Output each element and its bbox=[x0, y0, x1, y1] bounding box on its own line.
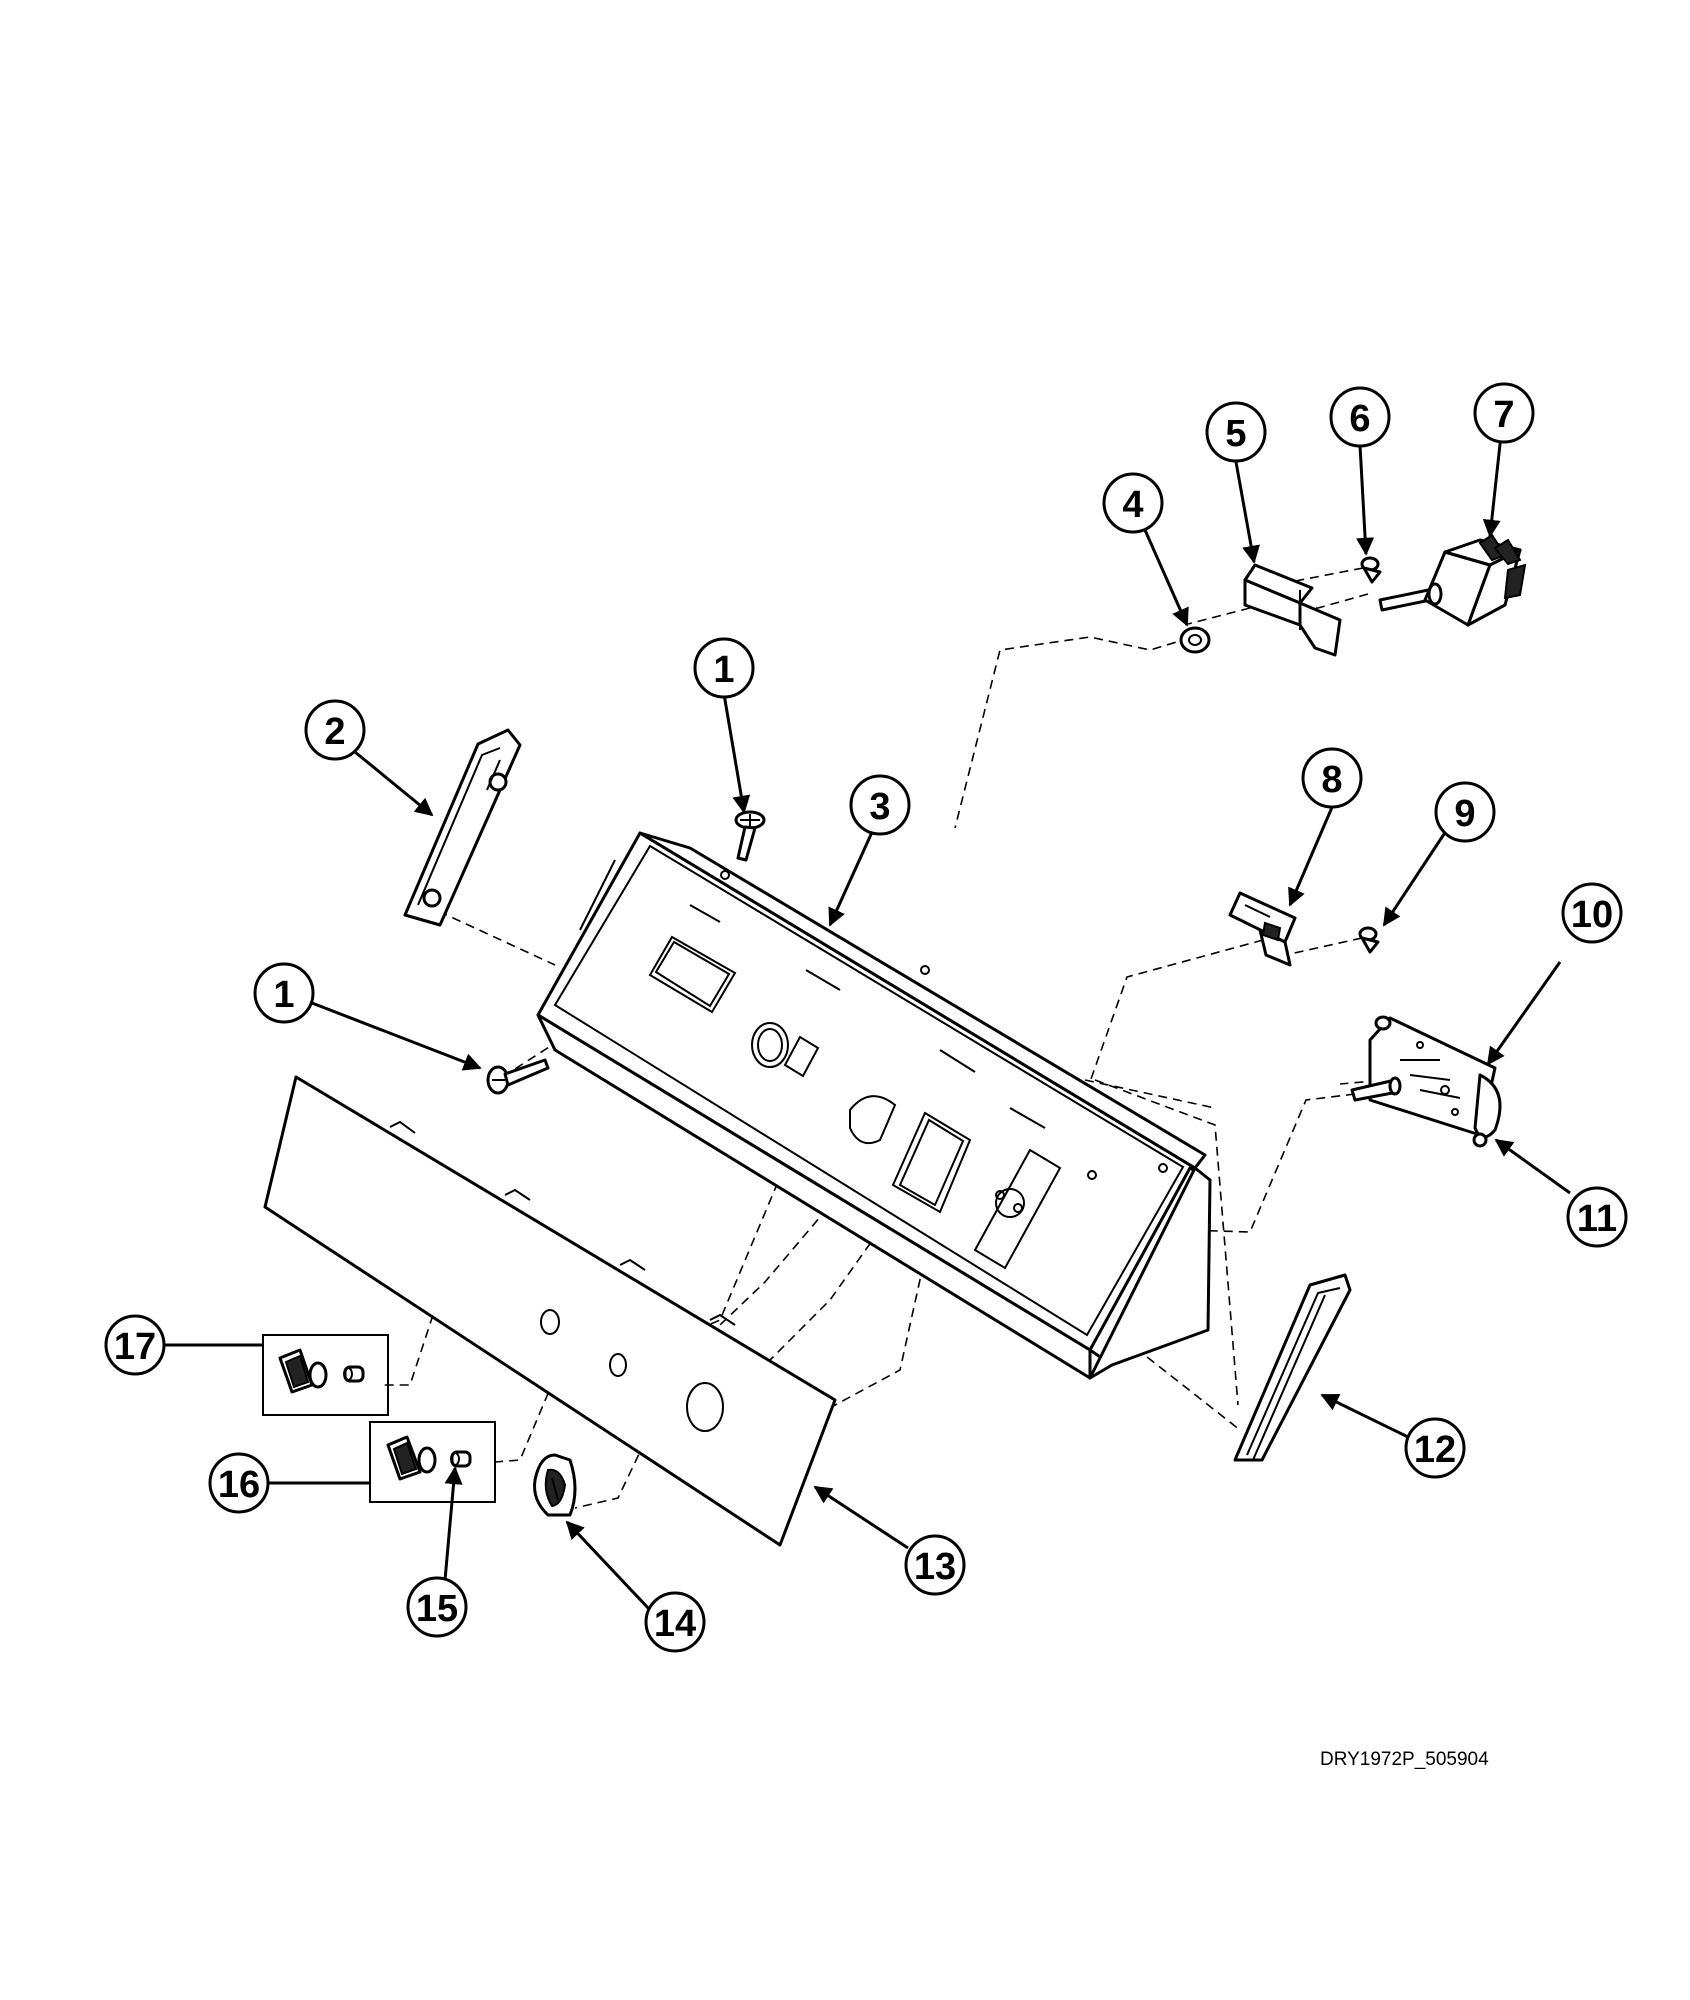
callout-9: 9 bbox=[1434, 781, 1496, 843]
svg-text:14: 14 bbox=[654, 1603, 696, 1645]
part-7-rotary-switch bbox=[1378, 533, 1527, 627]
part-13-overlay-panel bbox=[263, 1075, 837, 1547]
svg-text:4: 4 bbox=[1122, 484, 1143, 526]
part-6-screw bbox=[1360, 556, 1382, 584]
callouts: 1 1 2 3 4 5 6 7 bbox=[104, 382, 1628, 1653]
callout-3: 3 bbox=[849, 774, 911, 836]
part-8-switch-bracket bbox=[1228, 891, 1297, 967]
callout-11: 11 bbox=[1566, 1186, 1628, 1248]
svg-text:1: 1 bbox=[713, 649, 734, 691]
callout-2: 2 bbox=[304, 699, 366, 761]
part-11-timer bbox=[1350, 1015, 1502, 1148]
callout-10: 10 bbox=[1561, 882, 1623, 944]
svg-text:16: 16 bbox=[218, 1464, 260, 1506]
svg-text:1: 1 bbox=[273, 974, 294, 1016]
svg-text:2: 2 bbox=[324, 711, 345, 753]
callout-15: 15 bbox=[406, 1576, 468, 1638]
callout-17: 17 bbox=[104, 1314, 166, 1376]
svg-text:11: 11 bbox=[1577, 1198, 1617, 1240]
part-1-screw-top bbox=[734, 810, 766, 862]
part-3-control-console bbox=[536, 831, 1212, 1380]
part-9-screw bbox=[1358, 926, 1380, 954]
callout-5: 5 bbox=[1205, 401, 1267, 463]
leader-lines bbox=[163, 434, 1571, 1612]
callout-16: 16 bbox=[208, 1452, 270, 1514]
svg-text:9: 9 bbox=[1454, 793, 1475, 835]
svg-text:13: 13 bbox=[914, 1546, 956, 1588]
callout-6: 6 bbox=[1329, 386, 1391, 448]
svg-text:5: 5 bbox=[1225, 413, 1246, 455]
svg-text:12: 12 bbox=[1414, 1429, 1456, 1471]
callout-1-left: 1 bbox=[253, 962, 315, 1024]
svg-text:3: 3 bbox=[869, 786, 890, 828]
callout-8: 8 bbox=[1301, 747, 1363, 809]
part-12-right-end-cap bbox=[1233, 1273, 1352, 1462]
svg-text:8: 8 bbox=[1321, 759, 1342, 801]
part-14-knob bbox=[533, 1453, 577, 1517]
callout-12: 12 bbox=[1404, 1417, 1466, 1479]
part-17-knob-assembly bbox=[262, 1334, 389, 1416]
callout-14: 14 bbox=[644, 1591, 706, 1653]
svg-text:6: 6 bbox=[1349, 398, 1370, 440]
callout-1-top: 1 bbox=[693, 637, 755, 699]
part-2-left-end-cap bbox=[403, 728, 522, 927]
svg-text:7: 7 bbox=[1493, 394, 1514, 436]
part-5-bracket bbox=[1243, 563, 1342, 657]
part-1-screw-left bbox=[486, 1058, 550, 1095]
callout-13: 13 bbox=[904, 1534, 966, 1596]
callout-7: 7 bbox=[1473, 382, 1535, 444]
callout-4: 4 bbox=[1102, 472, 1164, 534]
drawing-code: DRY1972P_505904 bbox=[1320, 1749, 1489, 1770]
svg-text:15: 15 bbox=[416, 1588, 458, 1630]
svg-text:17: 17 bbox=[114, 1326, 156, 1368]
part-16-knob-assembly bbox=[369, 1421, 496, 1503]
svg-text:10: 10 bbox=[1571, 894, 1613, 936]
part-4-nut bbox=[1179, 626, 1211, 654]
